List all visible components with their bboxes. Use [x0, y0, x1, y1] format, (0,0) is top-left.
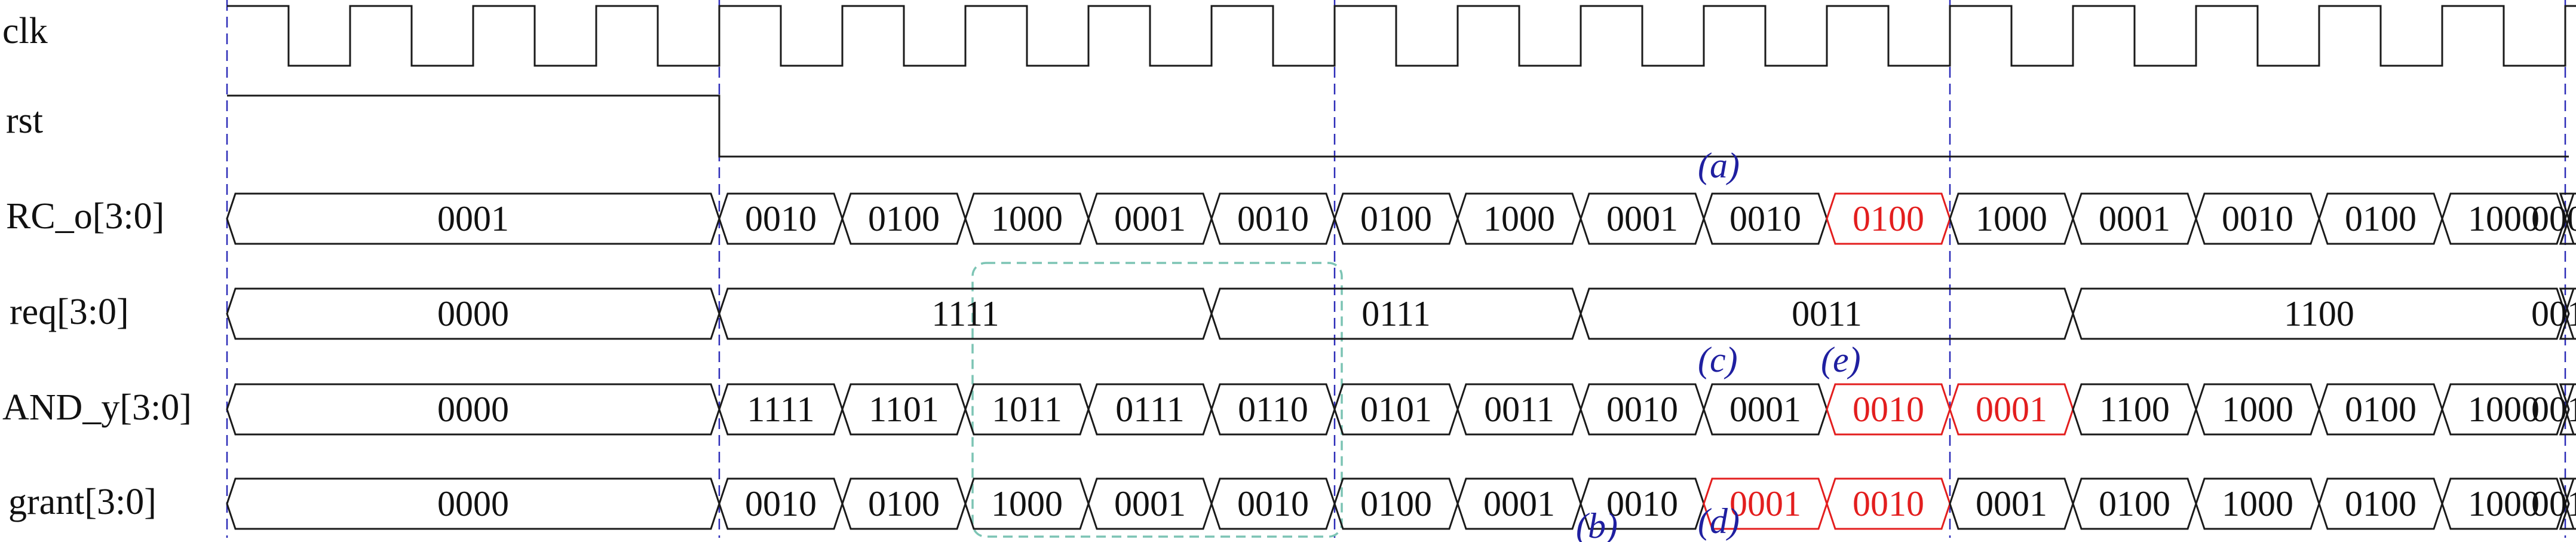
bus-value: 1000 [2222, 390, 2293, 429]
bus-value: 0100 [2345, 484, 2416, 523]
annotation-a: (a) [1698, 146, 1740, 185]
grant-bus: 0000 0010 0100 1000 0001 0010 0100 0001 0010 0001… [226, 477, 2576, 530]
bus-value: 0100 [2345, 199, 2416, 238]
label-clk: clk [2, 11, 48, 51]
and-y-bus: 0000 1111 1101 1011 0111 0110 0101 0011 0010 0001… [226, 383, 2576, 436]
bus-value: 1000 [2222, 484, 2293, 523]
bus-value: 1000 [991, 199, 1063, 238]
bus-value: 1000 [2468, 390, 2540, 429]
bus-value: 1000 [2468, 199, 2540, 238]
bus-value: 0000 [437, 390, 509, 429]
bus-segment [2559, 383, 2576, 436]
annotation-e: (e) [1821, 340, 1861, 379]
bus-value: 0010 [1853, 484, 1924, 523]
bus-value: 0010 [1606, 390, 1678, 429]
bus-value: 0100 [868, 199, 940, 238]
bus-value: 0001 [1483, 484, 1555, 523]
bus-value: 1100 [2099, 390, 2170, 429]
annotation-c: (c) [1698, 340, 1738, 379]
bus-value: 0100 [1360, 199, 1432, 238]
rc-o-bus: 0001 0010 0100 1000 0001 0010 0100 1000 0001 0010… [226, 192, 2576, 245]
time-markers [226, 0, 2566, 538]
bus-value: 0001 [1606, 199, 1678, 238]
bus-value: 1000 [1976, 199, 2047, 238]
bus-value: 0001 [437, 199, 509, 238]
bus-value: 0111 [1361, 294, 1431, 333]
bus-value: 0011 [1484, 390, 1554, 429]
bus-segment [2559, 192, 2576, 245]
bus-value: 1000 [2468, 484, 2540, 523]
bus-value: 1100 [2284, 294, 2354, 333]
bus-value: 1011 [992, 390, 1062, 429]
highlight-box [971, 262, 1343, 538]
bus-value: 1000 [991, 484, 1063, 523]
bus-value: 0001 [1976, 484, 2047, 523]
bus-value: 0001 [1114, 484, 1186, 523]
bus-value: 0010 [745, 484, 817, 523]
bus-value: 0001 [1729, 390, 1801, 429]
bus-value: 0010 [1853, 390, 1924, 429]
label-req: req[3:0] [10, 292, 129, 332]
bus-value: 1111 [931, 294, 999, 333]
bus-value: 0100 [1853, 199, 1924, 238]
bus-value: 0000 [437, 294, 509, 333]
annotation-b: (b) [1576, 506, 1618, 542]
bus-value: 0100 [868, 484, 940, 523]
label-and-y: AND_y[3:0] [2, 387, 192, 428]
signal-labels: clk rst RC_o[3:0] req[3:0] AND_y[3:0] gr… [2, 11, 192, 522]
label-rc-o: RC_o[3:0] [6, 196, 164, 237]
bus-value: 0001 [1976, 390, 2047, 429]
bus-value: 0001 [1729, 484, 1801, 523]
bus-value: 0010 [2222, 199, 2293, 238]
bus-value: 1000 [1483, 199, 1555, 238]
bus-value: 0001 [1114, 199, 1186, 238]
bus-value: 0001 [2099, 199, 2170, 238]
bus-segment [2559, 287, 2576, 340]
clk-waveform [227, 5, 2576, 67]
rst-waveform [227, 94, 2569, 158]
label-grant: grant[3:0] [8, 482, 157, 522]
bus-value: 0000 [437, 484, 509, 523]
bus-value: 0100 [1360, 484, 1432, 523]
bus-segment [2559, 477, 2576, 530]
bus-value: 0100 [2099, 484, 2170, 523]
annotations: (a) (b) (c) (d) (e) [1576, 146, 1861, 542]
bus-value: 0110 [1238, 390, 1308, 429]
bus-value: 0111 [1115, 390, 1185, 429]
req-bus: 0000111101110011110000101000 [226, 287, 2576, 340]
annotation-d: (d) [1698, 501, 1740, 541]
bus-value: 0101 [1360, 390, 1432, 429]
bus-value: 1101 [869, 390, 939, 429]
bus-value: 1111 [747, 390, 814, 429]
bus-value: 0010 [1606, 484, 1678, 523]
label-rst: rst [6, 100, 43, 141]
bus-value: 0010 [745, 199, 817, 238]
bus-value: 0100 [2345, 390, 2416, 429]
bus-value: 0011 [1792, 294, 1862, 333]
bus-value: 0010 [1237, 199, 1309, 238]
bus-value: 0010 [1729, 199, 1801, 238]
bus-value: 0010 [1237, 484, 1309, 523]
